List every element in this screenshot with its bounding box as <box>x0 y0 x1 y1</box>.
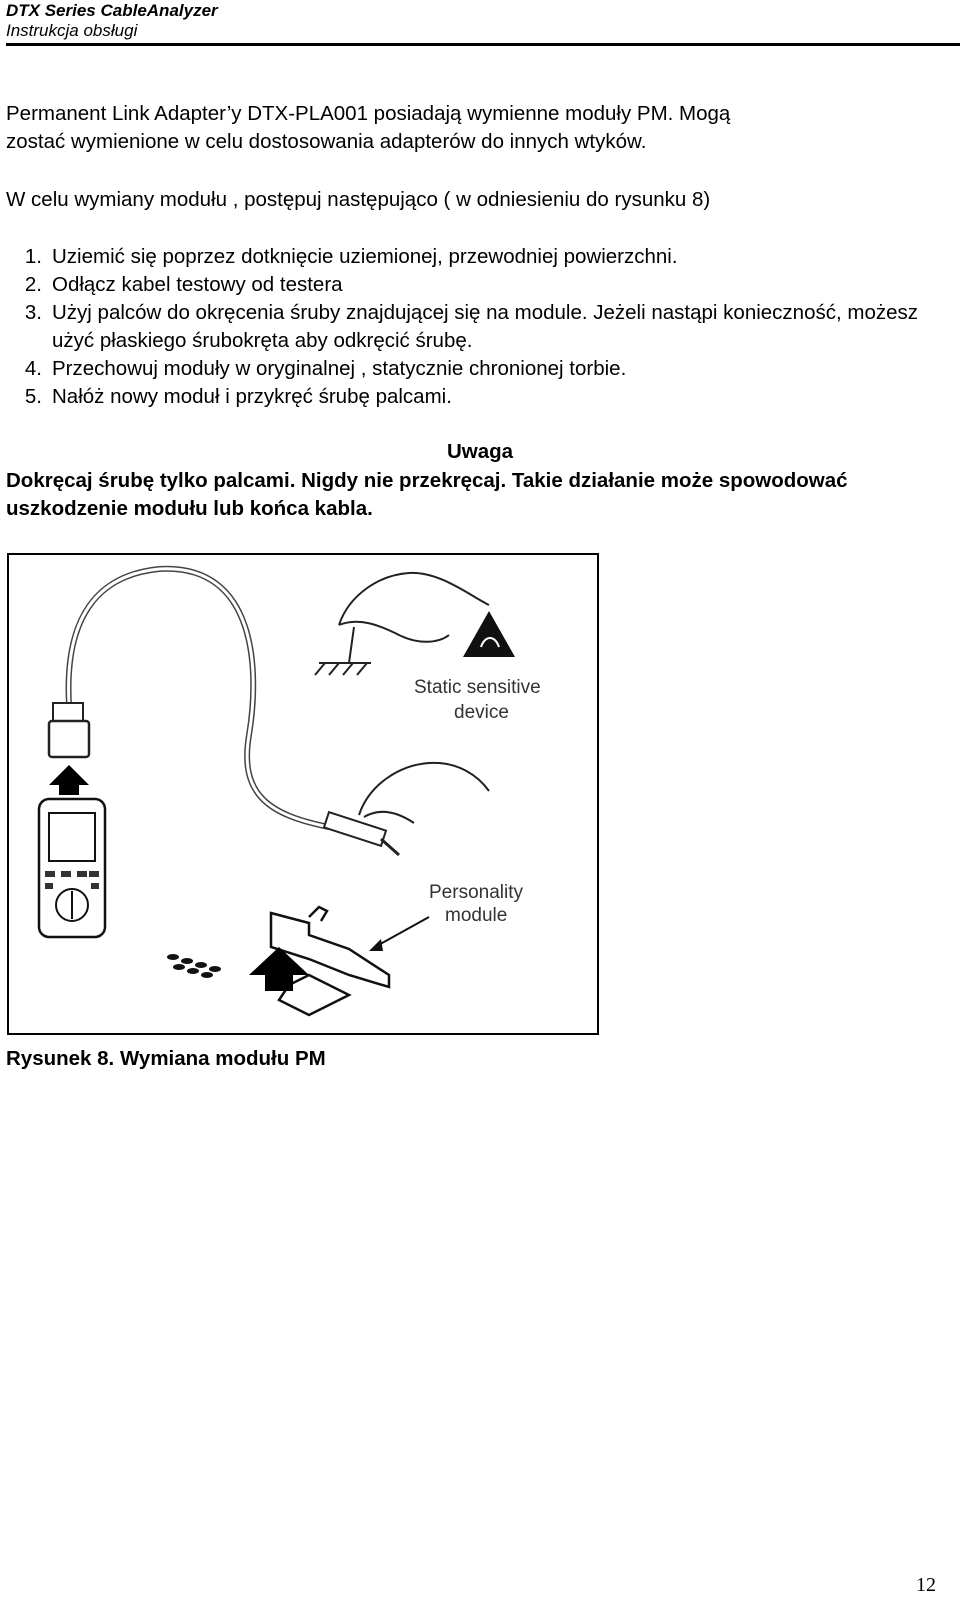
plug-connector <box>47 719 91 759</box>
step-text: Odłącz kabel testowy od testera <box>52 273 343 296</box>
figure-module-replacement: Static sensitive device Personality modu… <box>7 553 599 1035</box>
tester-device <box>37 797 107 939</box>
list-item: 1. Uziemić się poprzez dotknięcie uziemi… <box>6 243 946 271</box>
list-item: 5. Nałóż nowy moduł i przykręć śrubę pal… <box>6 383 946 411</box>
hand-adapter-illustration <box>322 761 490 857</box>
step-number: 2. <box>24 273 42 296</box>
plug-neck <box>52 702 84 722</box>
esd-warning-icon <box>463 611 515 657</box>
header-rule <box>6 43 960 46</box>
step-number: 5. <box>24 385 42 408</box>
steps-list: 1. Uziemić się poprzez dotknięcie uziemi… <box>6 243 946 411</box>
page-header: DTX Series CableAnalyzer Instrukcja obsł… <box>6 0 954 41</box>
pointer-arrow-icon <box>369 916 430 951</box>
step-text: Nałóż nowy moduł i przykręć śrubę palcam… <box>52 385 452 408</box>
intro-line-1: Permanent Link Adapter’y DTX-PLA001 posi… <box>6 102 731 125</box>
list-item: 4. Przechowuj moduły w oryginalnej , sta… <box>6 355 946 383</box>
list-item: 3. Użyj palców do okręcenia śruby znajdu… <box>6 299 946 355</box>
up-arrow-icon <box>49 765 89 795</box>
personality-module-illustration <box>269 905 391 1017</box>
step-number: 4. <box>24 357 42 380</box>
figure-caption: Rysunek 8. Wymiana modułu PM <box>6 1047 326 1070</box>
step-text: Przechowuj moduły w oryginalnej , statyc… <box>52 357 627 380</box>
module-label-line-2: module <box>445 905 507 926</box>
note-text: Dokręcaj śrubę tylko palcami. Nigdy nie … <box>6 469 848 520</box>
header-subtitle: Instrukcja obsługi <box>6 21 138 40</box>
module-label-line-1: Personality <box>429 882 523 903</box>
intro-paragraph: Permanent Link Adapter’y DTX-PLA001 posi… <box>6 100 946 156</box>
step-number: 1. <box>24 245 42 268</box>
static-label-line-2: device <box>454 702 509 723</box>
note-title: Uwaga <box>446 440 514 463</box>
static-label-line-1: Static sensitive <box>414 677 541 698</box>
intro-line-2: zostać wymienione w celu dostosowania ad… <box>6 130 647 153</box>
cable-outline <box>65 565 330 830</box>
instructions-paragraph: W celu wymiany modułu , postępuj następu… <box>6 188 711 211</box>
step-text: Uziemić się poprzez dotknięcie uziemione… <box>52 245 678 268</box>
page-number: 12 <box>916 1574 936 1596</box>
hand-ground-illustration <box>314 571 490 676</box>
step-text: Użyj palców do okręcenia śruby znajdując… <box>52 301 918 352</box>
spring-contacts-illustration <box>167 954 221 978</box>
module-replacement-illustration: Static sensitive device Personality modu… <box>37 565 541 1017</box>
cable-inner <box>67 567 330 829</box>
header-title: DTX Series CableAnalyzer <box>6 1 218 20</box>
step-number: 3. <box>24 301 42 324</box>
list-item: 2. Odłącz kabel testowy od testera <box>6 271 946 299</box>
large-up-arrow-icon <box>249 947 309 991</box>
